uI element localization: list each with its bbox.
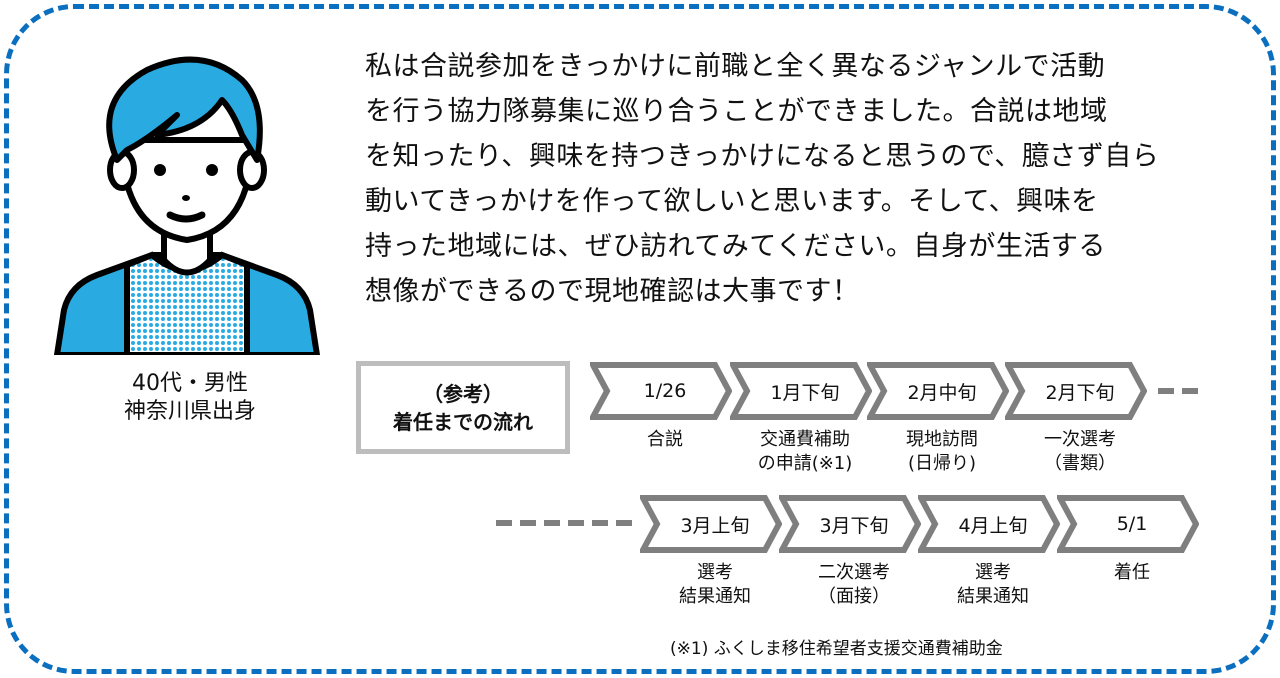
chevron-shape	[730, 362, 872, 420]
step-description: 着任	[1052, 561, 1212, 585]
step-description-line: (日帰り)	[907, 453, 977, 474]
chevron-shape	[1005, 362, 1147, 420]
dashed-frame	[4, 4, 1276, 674]
step-date: 1/26	[643, 380, 687, 402]
step-date: 3月上旬	[680, 514, 750, 537]
profile-hometown: 神奈川県出身	[123, 399, 256, 424]
step-date: 1月下旬	[770, 381, 840, 404]
step-description-line: の申請(※1)	[757, 453, 853, 474]
text-line: を行う協力隊募集に巡り合うことができました。合説は地域	[365, 96, 1108, 127]
text-line: 想像ができるので現地確認は大事です！	[365, 276, 860, 307]
profile-age-gender: 40代・男性	[132, 371, 248, 396]
continue-dash	[1158, 388, 1200, 394]
step-description: 選考結果通知	[913, 561, 1073, 609]
step-description-line: 結果通知	[957, 586, 1029, 607]
step-description-line: 現地訪問	[906, 429, 978, 450]
step-date: 2月下旬	[1045, 381, 1115, 404]
step-date: 3月下旬	[819, 514, 889, 537]
timeline-step: 2月中旬	[867, 362, 1009, 420]
step-description-line: （面接）	[818, 586, 890, 607]
step-description-line: 着任	[1114, 562, 1150, 583]
timeline-step: 3月上旬	[640, 495, 782, 553]
footnote: (※1) ふくしま移住希望者支援交通費補助金	[670, 639, 1003, 659]
step-description-line: 交通費補助	[760, 429, 850, 450]
continue-dash	[496, 520, 632, 526]
step-description-line: 二次選考	[818, 562, 890, 583]
reference-subtitle: 着任までの流れ	[393, 409, 533, 434]
text-line: 私は合説参加をきっかけに前職と全く異なるジャンルで活動	[365, 51, 1106, 82]
step-description: 一次選考 （書類）	[1000, 428, 1160, 476]
reference-box: （参考） 着任までの流れ	[356, 361, 570, 454]
timeline-step: 2月下旬	[1005, 362, 1147, 420]
person-avatar-illustration	[53, 56, 321, 355]
chevron-shape	[640, 495, 782, 553]
timeline-step: 1月下旬	[730, 362, 872, 420]
text-line: を知ったり、興味を持つきっかけになると思うので、臆さず自ら	[365, 141, 1160, 172]
step-date: 5/1	[1116, 513, 1148, 535]
step-date: 2月中旬	[907, 381, 977, 404]
text-line: 持った地域には、ぜひ訪れてみてください。自身が生活する	[365, 231, 1106, 262]
step-description-line: 合説	[647, 429, 683, 450]
step-description-line: 選考	[697, 562, 733, 583]
chevron-shape	[918, 495, 1060, 553]
timeline-step: 3月下旬	[779, 495, 921, 553]
step-description: 選考結果通知	[635, 561, 795, 609]
timeline-step: 4月上旬	[918, 495, 1060, 553]
step-description: 合説	[585, 428, 745, 452]
step-description-line: 結果通知	[679, 586, 751, 607]
timeline-step: 5/1	[1057, 495, 1199, 553]
step-description-line: 選考	[975, 562, 1011, 583]
step-description: 現地訪問 (日帰り)	[862, 428, 1022, 476]
step-description: 交通費補助の申請(※1)	[725, 428, 885, 476]
chevron-shape	[1057, 495, 1199, 553]
step-description: 二次選考 （面接）	[774, 561, 934, 609]
step-date: 4月上旬	[958, 514, 1028, 537]
chevron-shape	[590, 362, 732, 420]
chevron-shape	[779, 495, 921, 553]
profile-info: 40代・男性 神奈川県出身	[90, 370, 290, 426]
reference-title: （参考）	[423, 381, 503, 406]
text-line: 動いてきっかけを作って欲しいと思います。そして、興味を	[365, 186, 1099, 217]
testimonial-text: 私は合説参加をきっかけに前職と全く異なるジャンルで活動 を行う協力隊募集に巡り合…	[365, 44, 1225, 314]
chevron-shape	[867, 362, 1009, 420]
step-description-line: 一次選考	[1044, 429, 1116, 450]
step-description-line: （書類）	[1044, 453, 1116, 474]
timeline-step: 1/26	[590, 362, 732, 420]
